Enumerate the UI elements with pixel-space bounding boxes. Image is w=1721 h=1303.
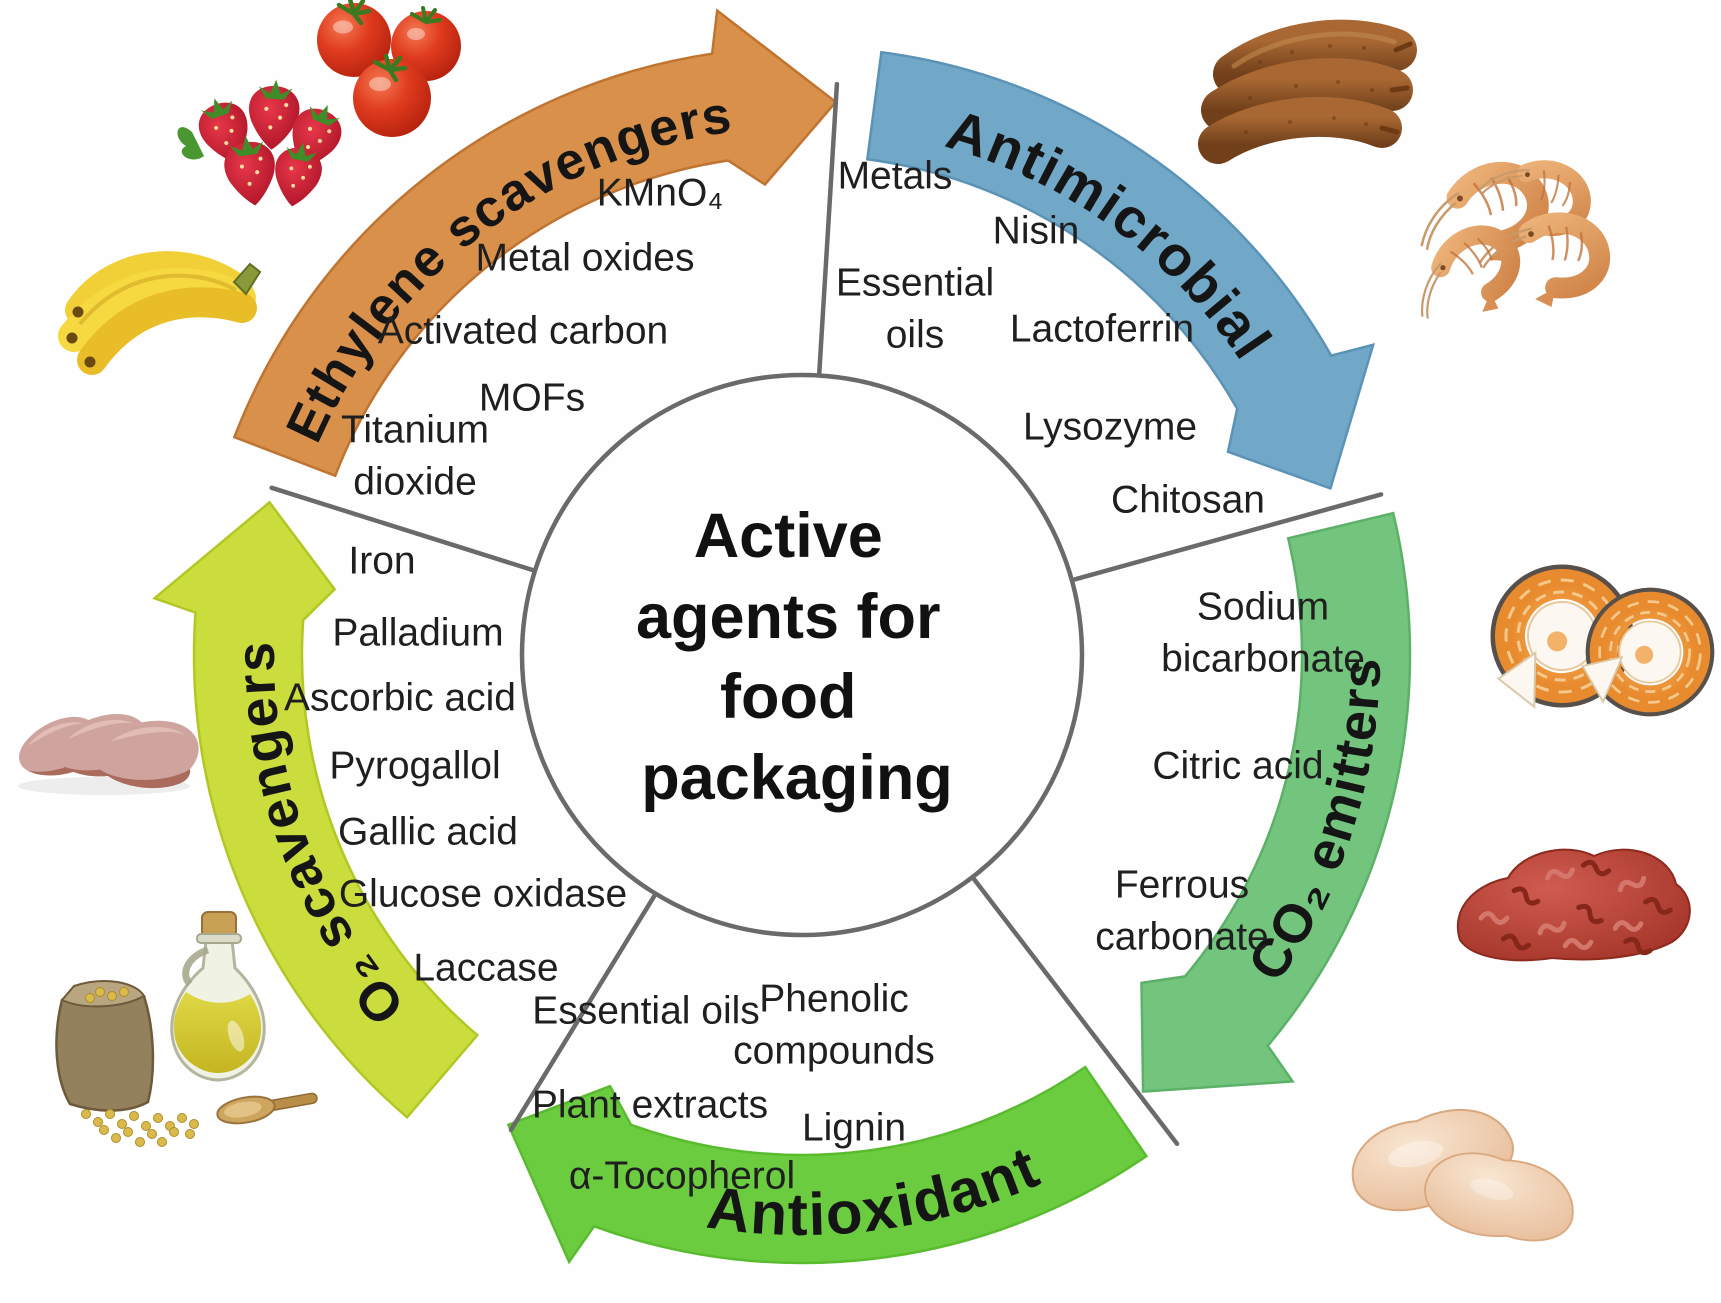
item-label-line: dioxide [353, 461, 477, 504]
item-label-antioxidant-2: Plant extracts [532, 1084, 768, 1127]
item-label-ethylene-scavengers-1: Metal oxides [476, 237, 695, 280]
item-label-ethylene-scavengers-3: MOFs [479, 377, 585, 420]
item-label-line: Lignin [802, 1107, 906, 1150]
center-title-line: food [720, 662, 856, 732]
item-label-line: Nisin [993, 210, 1080, 253]
item-label-o2-scavengers-0: Iron [348, 540, 415, 583]
item-label-o2-scavengers-3: Pyrogallol [329, 745, 500, 788]
center-circle [519, 372, 1085, 938]
item-label-o2-scavengers-1: Palladium [332, 612, 503, 655]
section-arrows [152, 8, 1412, 1265]
arrow-antimicrobial [865, 50, 1376, 491]
item-label-line: Phenolic [759, 978, 909, 1021]
arrow-ethylene-scavengers [232, 8, 838, 478]
item-label-co2-emitters-1: Citric acid [1152, 745, 1323, 788]
item-label-line: MOFs [479, 377, 585, 420]
item-label-antioxidant-4: α-Tocopherol [569, 1155, 795, 1198]
item-label-line: KMnO₄ [597, 172, 723, 215]
bananas-image [58, 251, 262, 375]
item-label-line: Laccase [413, 947, 558, 990]
item-label-antimicrobial-2: Essential oils [836, 262, 994, 357]
item-label-antimicrobial-1: Nisin [993, 210, 1080, 253]
item-label-line: Metal oxides [476, 237, 695, 280]
tomatoes-image [317, 0, 461, 137]
arrow-co2-emitters [1140, 511, 1412, 1093]
item-label-line: bicarbonate [1161, 638, 1365, 681]
item-label-co2-emitters-2: Ferrous carbonate [1095, 864, 1268, 959]
divider-line-4 [269, 485, 535, 573]
divider-line-3 [508, 894, 657, 1133]
shrimp-image [1400, 145, 1606, 340]
item-label-antimicrobial-0: Metals [838, 155, 953, 198]
item-label-line: Essential [836, 262, 994, 305]
chicken-breasts-image [1351, 1108, 1574, 1242]
item-label-ethylene-scavengers-0: KMnO₄ [597, 172, 723, 215]
item-label-antioxidant-1: Phenolic compounds [733, 978, 935, 1073]
item-label-line: compounds [733, 1030, 935, 1073]
arrow-antioxidant [506, 1065, 1149, 1265]
center-title-line: Active [694, 501, 883, 571]
ham-slices-image [13, 712, 202, 795]
salmon-steaks-image [1475, 552, 1720, 722]
item-label-ethylene-scavengers-2: Activated carbon [378, 310, 669, 353]
item-label-o2-scavengers-6: Laccase [413, 947, 558, 990]
item-label-line: α-Tocopherol [569, 1155, 795, 1198]
item-label-line: Ferrous [1115, 864, 1249, 907]
item-label-line: Lysozyme [1023, 406, 1197, 449]
food-images [13, 0, 1720, 1242]
item-label-antimicrobial-3: Lactoferrin [1010, 308, 1194, 351]
item-label-ethylene-scavengers-4: Titanium dioxide [341, 409, 489, 504]
center-title: Active agents for food packaging [636, 480, 958, 813]
item-label-co2-emitters-0: Sodium bicarbonate [1161, 586, 1365, 681]
item-label-line: Pyrogallol [329, 745, 500, 788]
item-label-line: Metals [838, 155, 953, 198]
item-label-line: Gallic acid [338, 811, 518, 854]
item-label-line: carbonate [1095, 916, 1268, 959]
item-label-antimicrobial-5: Chitosan [1111, 479, 1265, 522]
divider-line-1 [1072, 492, 1384, 582]
center-title-line: agents for [636, 582, 941, 652]
ground-meat-image [1456, 848, 1691, 962]
item-label-antioxidant-0: Essential oils [532, 990, 760, 1033]
item-label-line: Citric acid [1152, 745, 1323, 788]
item-label-antioxidant-3: Lignin [802, 1107, 906, 1150]
item-label-line: Palladium [332, 612, 503, 655]
center-title-line: packaging [641, 743, 953, 813]
item-label-line: Titanium [341, 409, 489, 452]
item-label-line: Chitosan [1111, 479, 1265, 522]
item-label-antimicrobial-4: Lysozyme [1023, 406, 1197, 449]
item-label-line: Activated carbon [378, 310, 669, 353]
item-label-line: Sodium [1197, 586, 1329, 629]
item-label-line: Iron [348, 540, 415, 583]
item-label-line: Plant extracts [532, 1084, 768, 1127]
arrow-o2-scavengers [152, 500, 480, 1120]
item-label-line: Lactoferrin [1010, 308, 1194, 351]
item-label-o2-scavengers-2: Ascorbic acid [284, 677, 516, 720]
item-label-line: Glucose oxidase [339, 873, 627, 916]
section-dividers [269, 81, 1384, 1146]
oil-bottle-and-seeds-image [55, 911, 318, 1147]
item-label-line: Essential oils [532, 990, 760, 1033]
divider-line-0 [817, 81, 840, 375]
divider-line-2 [972, 877, 1180, 1146]
item-label-line: oils [886, 314, 945, 357]
strawberries-image [177, 77, 351, 211]
sausages-image [1198, 19, 1417, 164]
item-label-line: Ascorbic acid [284, 677, 516, 720]
item-label-o2-scavengers-4: Gallic acid [338, 811, 518, 854]
item-label-o2-scavengers-5: Glucose oxidase [339, 873, 627, 916]
